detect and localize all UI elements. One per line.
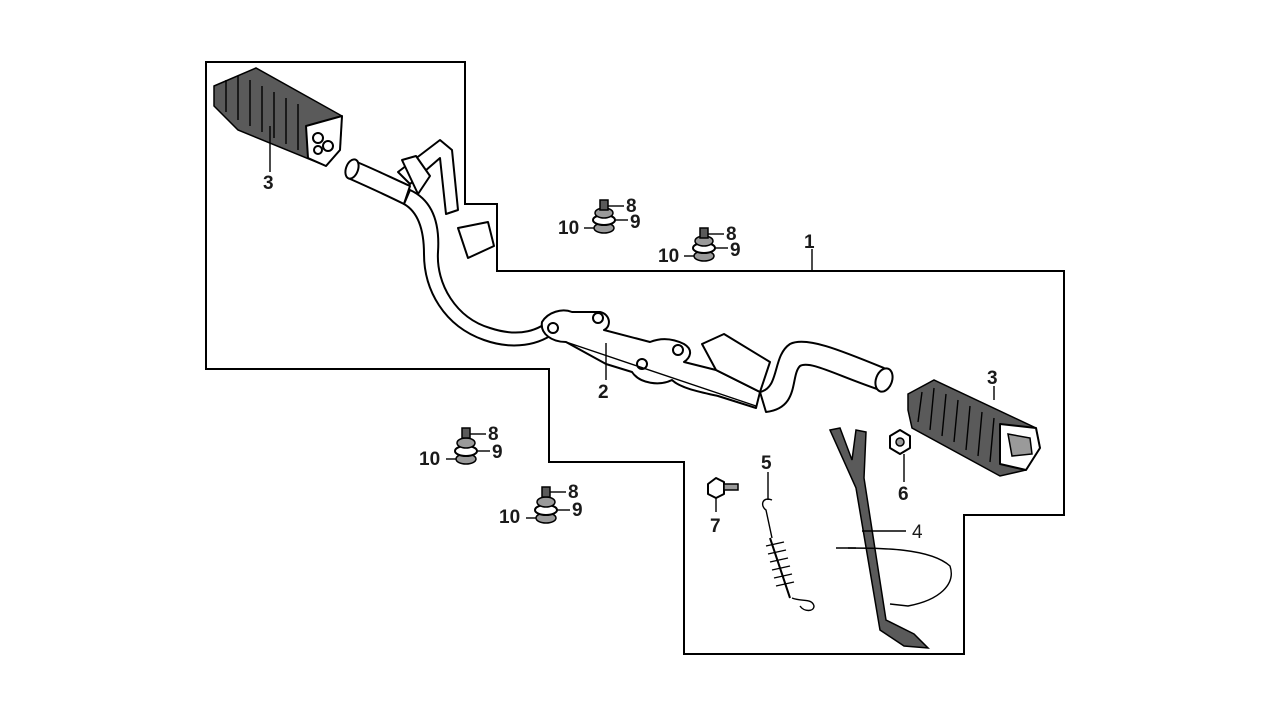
callout-10: 10 [558,218,579,239]
stand-bolt [707,477,739,499]
callout-8: 8 [726,224,737,245]
callout-3-left: 3 [263,173,274,194]
footrest-rubber-right [907,379,1041,477]
callout-8: 8 [568,482,579,503]
callout-10: 10 [658,246,679,267]
assembly-boundary [205,61,1065,655]
callout-1: 1 [804,232,815,253]
callout-9: 9 [492,442,503,463]
hardware-group-1 [592,199,616,234]
callout-2: 2 [598,382,609,403]
callout-3-right: 3 [987,368,998,389]
callout-9: 9 [730,240,741,261]
callout-9: 9 [572,500,583,521]
callout-10: 10 [499,507,520,528]
callout-8: 8 [626,196,637,217]
callout-5: 5 [761,453,772,474]
leader-lines [269,126,995,532]
callout-4: 4 [912,522,923,543]
stand-spring [761,498,815,612]
callout-7: 7 [710,516,721,537]
footrest-bar-frame [344,139,894,413]
hardware-group-2 [692,227,716,262]
side-stand [828,427,952,649]
hardware-group-4 [534,486,558,524]
callout-8: 8 [488,424,499,445]
callout-9: 9 [630,212,641,233]
callout-10: 10 [419,449,440,470]
stand-nut [889,429,911,455]
callout-6: 6 [898,484,909,505]
footrest-rubber-left [213,67,343,167]
